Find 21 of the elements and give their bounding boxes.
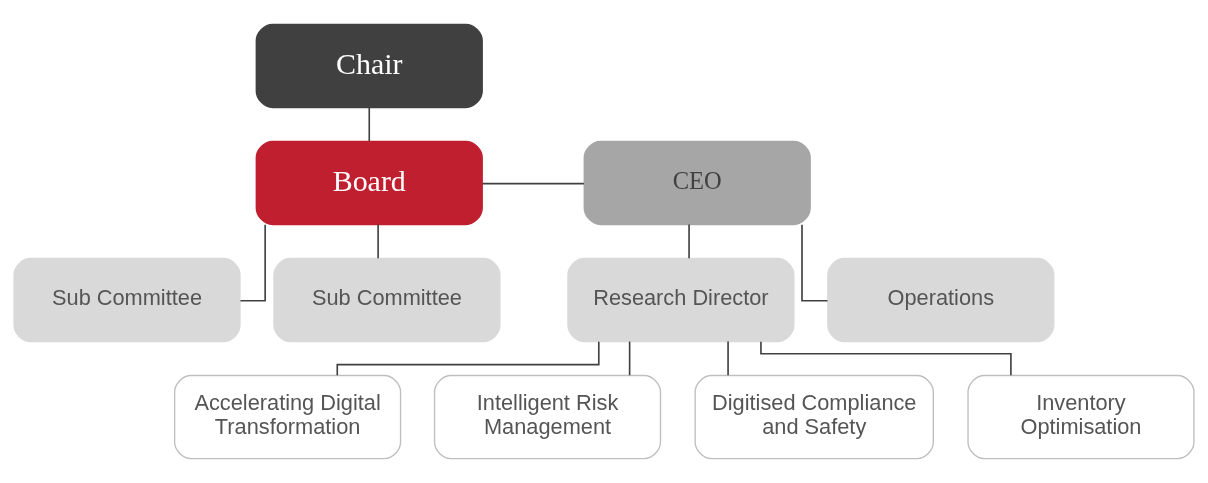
node-box: Operations	[827, 257, 1055, 343]
connector	[688, 223, 690, 259]
node-box: Sub Committee	[273, 257, 501, 343]
connector	[801, 224, 829, 302]
connector	[481, 182, 585, 185]
node-box: Chair	[255, 23, 483, 109]
node-box: Accelerating Digital Transformation	[173, 374, 402, 460]
node-box: Digitised Compliance and Safety	[694, 374, 934, 460]
connector	[336, 340, 600, 377]
node-box: CEO	[583, 140, 811, 226]
node-box: Intelligent Risk Management	[433, 374, 662, 460]
node-box: Board	[255, 140, 483, 226]
node-box: Sub Committee	[13, 257, 241, 343]
connector	[239, 224, 266, 302]
connector	[368, 106, 371, 142]
node-box: Research Director	[567, 257, 795, 343]
node-box: Inventory Optimisation	[967, 374, 1195, 460]
connector	[628, 340, 631, 376]
connector	[727, 340, 729, 376]
connector	[760, 341, 1012, 376]
connector	[377, 223, 379, 259]
